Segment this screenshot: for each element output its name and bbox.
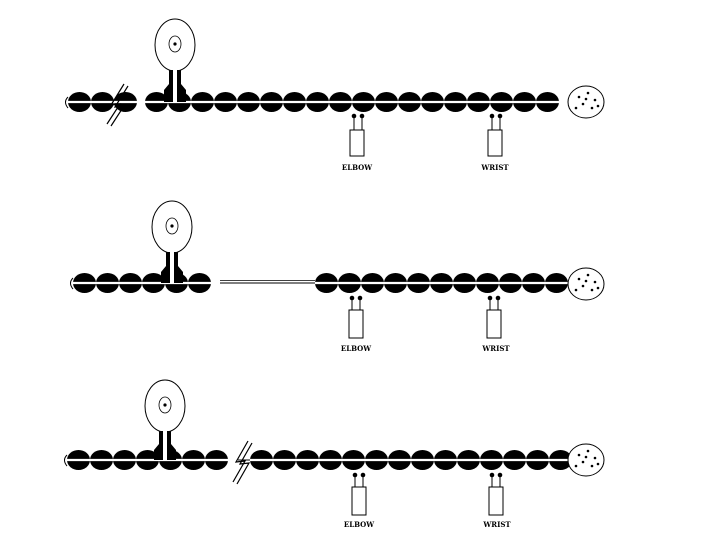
elbow-label: ELBOW [341,344,371,353]
muscle [568,86,604,118]
diagram-2: ELBOW WRIST [71,201,605,353]
muscle [568,268,604,300]
nucleolus [163,403,166,406]
elbow-electrode [350,114,364,156]
myelin-sheath [73,273,570,293]
initial-segment [173,70,177,102]
wrist-electrode [487,296,501,338]
myelin-sheath [67,450,572,470]
nucleolus [170,224,173,227]
proximal-end-cap [71,278,74,289]
wrist-electrode [489,473,503,515]
elbow-electrode [352,473,366,515]
wrist-electrode [488,114,502,156]
proximal-end-cap [66,97,69,108]
lesion-bolt [233,441,248,482]
myelin-sheath [68,92,570,112]
proximal-end-cap [65,455,68,466]
diagram-1: ELBOW WRIST [66,19,605,172]
elbow-label: ELBOW [344,520,374,529]
wrist-label: WRIST [480,163,509,172]
initial-segment [170,252,174,283]
wrist-label: WRIST [482,520,511,529]
wrist-label: WRIST [481,344,510,353]
nucleolus [173,42,176,45]
elbow-electrode [349,296,363,338]
elbow-label: ELBOW [342,163,372,172]
diagram-3: ELBOW WRIST [65,380,605,529]
initial-segment [163,431,167,460]
muscle [568,444,604,476]
